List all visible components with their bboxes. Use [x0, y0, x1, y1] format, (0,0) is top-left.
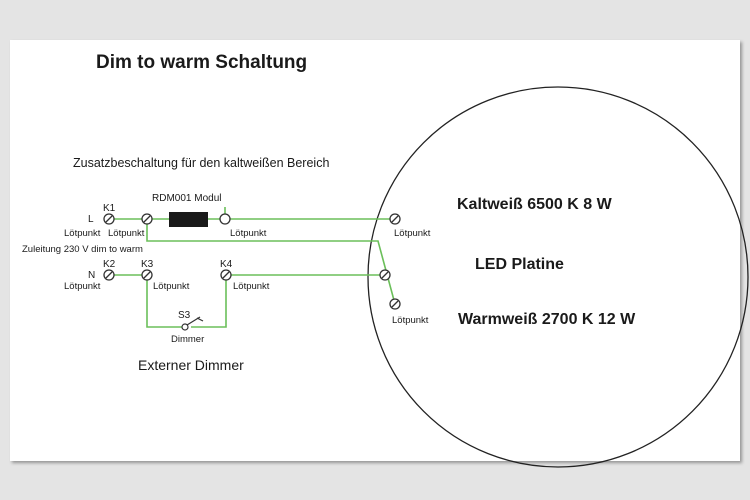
- terminal-k2: [103, 269, 115, 281]
- cold-white-label: Kaltweiß 6500 K 8 W: [457, 196, 613, 213]
- terminal-k4: [220, 269, 232, 281]
- diagram-frame: [10, 40, 740, 461]
- feed-label: Zuleitung 230 V dim to warm: [22, 244, 143, 255]
- warm-white-label: Warmweiß 2700 K 12 W: [458, 311, 636, 328]
- solder-k4: Lötpunkt: [233, 281, 270, 292]
- led-board-label: LED Platine: [475, 256, 564, 273]
- terminal-module-out: [219, 213, 231, 225]
- label-l: L: [88, 214, 94, 225]
- subtitle: Zusatzbeschaltung für den kaltweißen Ber…: [73, 156, 329, 170]
- solder-k2: Lötpunkt: [64, 281, 101, 292]
- solder-k1-out: Lötpunkt: [108, 228, 145, 239]
- dimmer-label: Dimmer: [171, 334, 204, 345]
- label-k2: K2: [103, 259, 116, 270]
- module-label: RDM001 Modul: [152, 193, 221, 204]
- wire-k3-to-dimmer: [146, 275, 185, 328]
- diagram-title: Dim to warm Schaltung: [96, 52, 307, 73]
- terminal-k1: [103, 213, 115, 225]
- solder-board-cold: Lötpunkt: [394, 228, 431, 239]
- dimmer-switch-symbol: [181, 316, 204, 331]
- rdm001-module-block: [169, 212, 208, 227]
- external-dimmer-label: Externer Dimmer: [138, 357, 244, 373]
- solder-module: Lötpunkt: [230, 228, 267, 239]
- solder-board-warm: Lötpunkt: [392, 315, 429, 326]
- terminal-k3: [141, 269, 153, 281]
- terminal-k1-out: [141, 213, 153, 225]
- terminal-board-warm: [389, 298, 401, 310]
- solder-k3: Lötpunkt: [153, 281, 190, 292]
- wires: [109, 207, 396, 328]
- label-k3: K3: [141, 259, 154, 270]
- solder-k1: Lötpunkt: [64, 228, 101, 239]
- label-k4: K4: [220, 259, 233, 270]
- led-board-circle: [367, 86, 749, 468]
- label-n: N: [88, 270, 95, 281]
- wire-dimmer-to-k4: [191, 275, 227, 328]
- dimmer-id: S3: [178, 310, 191, 321]
- terminal-board-cold: [389, 213, 401, 225]
- terminal-board-common: [379, 269, 391, 281]
- label-k1: K1: [103, 203, 116, 214]
